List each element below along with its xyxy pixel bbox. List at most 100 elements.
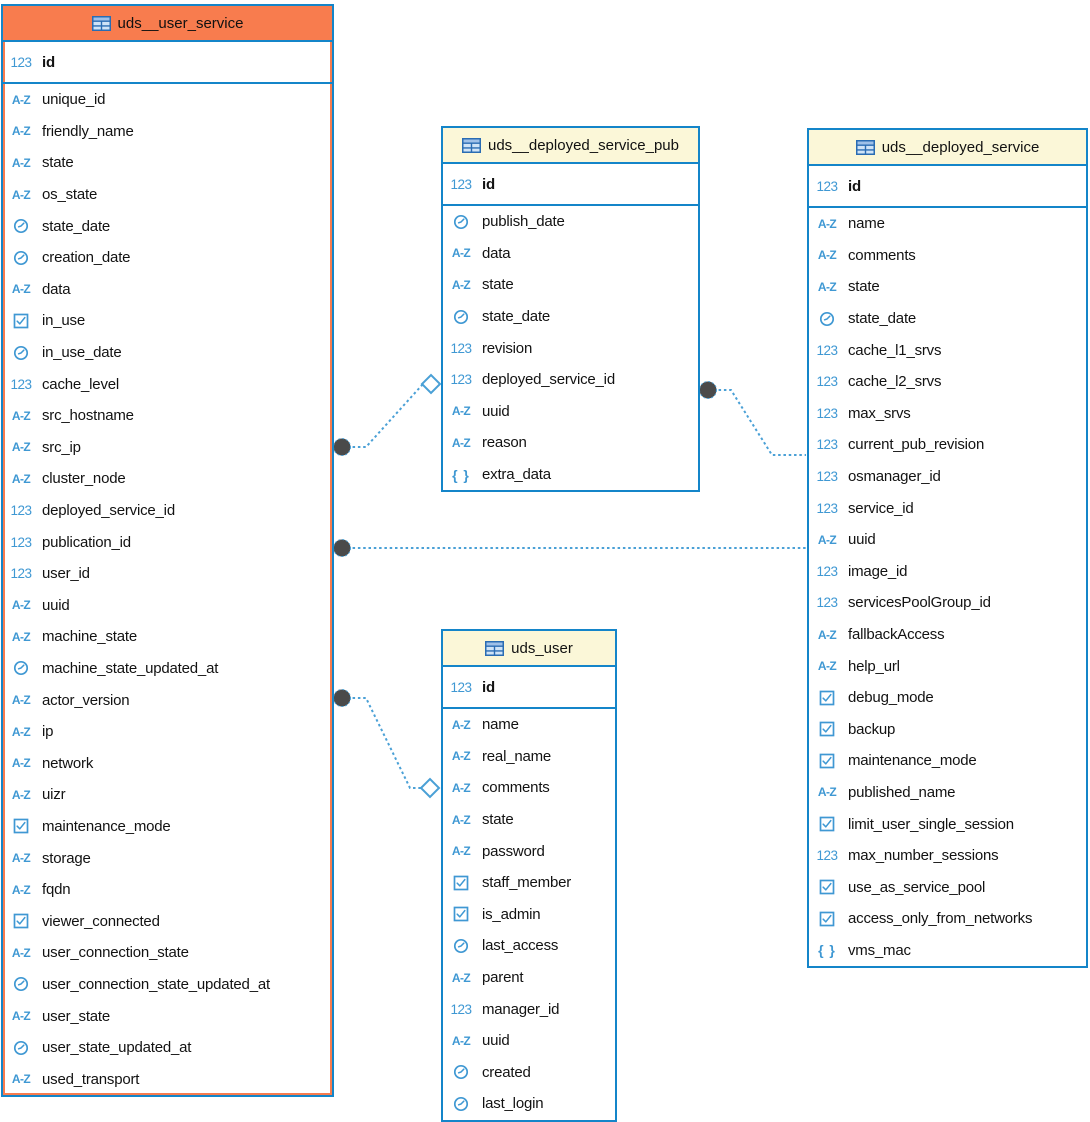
column-row[interactable]: in_use_date (3, 337, 332, 369)
column-row[interactable]: creation_date (3, 242, 332, 274)
relation-line[interactable] (342, 383, 426, 448)
table-header[interactable]: uds__deployed_service (809, 130, 1086, 166)
relation-uds__user_service-to-uds_user[interactable] (333, 689, 441, 799)
column-row[interactable]: maintenance_mode (3, 811, 332, 843)
relation-diamond-marker[interactable] (419, 777, 441, 799)
column-row[interactable]: limit_user_single_session (809, 808, 1086, 840)
column-row[interactable]: state_date (443, 301, 698, 333)
table-header[interactable]: uds__deployed_service_pub (443, 128, 698, 164)
column-row[interactable]: last_login (443, 1088, 615, 1120)
relation-line[interactable] (708, 389, 806, 456)
column-row[interactable]: user_connection_state_updated_at (3, 969, 332, 1001)
column-row[interactable]: { }vms_mac (809, 935, 1086, 967)
column-row[interactable]: created (443, 1057, 615, 1089)
relation-uds__user_service-to-uds__deployed_service[interactable] (333, 539, 807, 557)
relation-line[interactable] (342, 697, 421, 789)
column-row[interactable]: last_access (443, 930, 615, 962)
column-row[interactable]: access_only_from_networks (809, 903, 1086, 935)
column-row[interactable]: publish_date (443, 206, 698, 238)
column-row[interactable]: backup (809, 714, 1086, 746)
relation-diamond-marker[interactable] (420, 373, 442, 395)
column-row[interactable]: maintenance_mode (809, 745, 1086, 777)
table-header[interactable]: uds_user (443, 631, 615, 667)
column-row[interactable]: machine_state_updated_at (3, 653, 332, 685)
column-name: current_pub_revision (848, 436, 985, 454)
relation-uds__user_service-to-uds__deployed_service_pub[interactable] (333, 373, 442, 456)
column-row[interactable]: debug_mode (809, 682, 1086, 714)
column-row[interactable]: viewer_connected (3, 905, 332, 937)
column-row[interactable]: user_state_updated_at (3, 1032, 332, 1064)
column-row[interactable]: in_use (3, 305, 332, 337)
column-row[interactable]: state_date (3, 210, 332, 242)
table-header[interactable]: uds__user_service (3, 6, 332, 42)
column-row[interactable]: state_date (809, 303, 1086, 335)
column-row[interactable]: staff_member (443, 867, 615, 899)
column-row[interactable]: use_as_service_pool (809, 871, 1086, 903)
column-row[interactable]: is_admin (443, 899, 615, 931)
column-row[interactable]: { }extra_data (443, 459, 698, 491)
relation-uds__deployed_service_pub-to-uds__deployed_service[interactable] (699, 381, 807, 456)
